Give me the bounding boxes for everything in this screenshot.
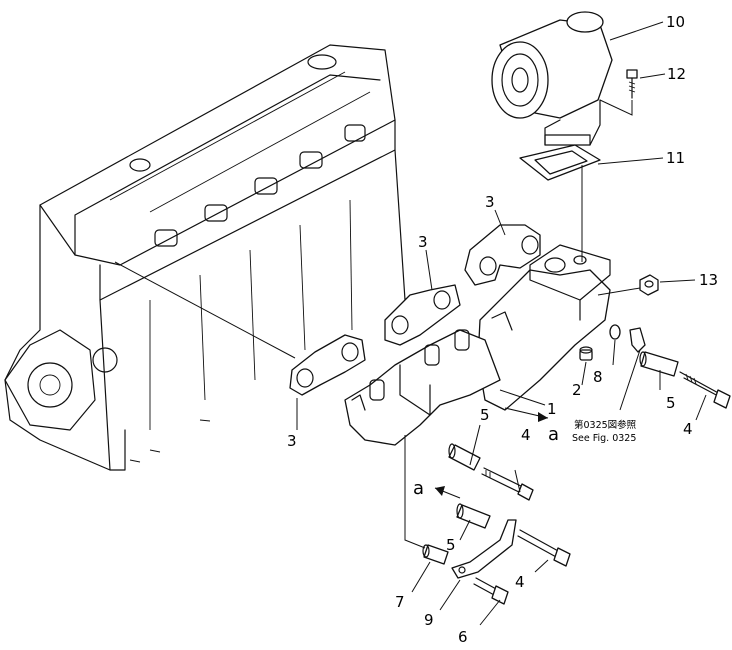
callout-8: 8 — [593, 368, 603, 386]
bolt-6 — [473, 577, 509, 605]
sleeve-7 — [422, 544, 449, 565]
arrow-marker-upper: a — [504, 407, 559, 445]
engine-block — [4, 44, 406, 471]
callout-5-middle: 5 — [480, 406, 490, 424]
callout-3-middle: 3 — [418, 233, 428, 251]
gasket-3-upper — [464, 224, 541, 286]
arrow-marker-lower: a — [413, 478, 461, 499]
elbow-fitting — [629, 327, 646, 353]
callout-2: 2 — [572, 381, 582, 399]
sleeve-5-lower — [456, 503, 491, 529]
callout-numbers: 1 2 3 3 3 4 4 4 5 5 5 6 7 8 9 10 11 12 1… — [287, 13, 718, 646]
plug-2 — [579, 346, 593, 361]
callout-12: 12 — [667, 65, 686, 83]
callout-11: 11 — [666, 149, 685, 167]
bracket-9 — [451, 519, 517, 579]
gasket-3-middle — [384, 284, 461, 346]
callout-6: 6 — [458, 628, 468, 645]
marker-a-upper: a — [548, 424, 559, 445]
reference-note-jp: 第0325図参照 — [574, 419, 637, 431]
callout-1: 1 — [547, 400, 557, 418]
callout-9: 9 — [424, 611, 434, 629]
leader-lines — [296, 21, 707, 626]
sleeve-5-middle — [448, 443, 481, 471]
bolt-4-lower — [517, 529, 571, 567]
callout-3-lower: 3 — [287, 432, 297, 450]
exhaust-manifold-front — [477, 244, 611, 411]
callout-5-lower: 5 — [446, 536, 456, 554]
bolt-12 — [626, 69, 638, 99]
washer-8 — [609, 324, 621, 340]
gasket-3-lower — [289, 334, 366, 396]
bolt-4-right — [679, 371, 731, 409]
reference-note: 第0325図参照 See Fig. 0325 — [572, 419, 637, 444]
callout-4-middle: 4 — [521, 426, 531, 444]
nut-13 — [639, 274, 659, 296]
assembly-lines — [114, 99, 641, 549]
callout-7: 7 — [395, 593, 405, 611]
bolt-4-middle — [481, 467, 534, 501]
turbocharger — [491, 11, 613, 146]
gasket-11 — [519, 144, 601, 181]
callout-4-lower: 4 — [515, 573, 525, 591]
callout-3-upper: 3 — [485, 193, 495, 211]
reference-note-en: See Fig. 0325 — [572, 433, 636, 444]
marker-a-lower: a — [413, 478, 424, 499]
callout-5-right: 5 — [666, 394, 676, 412]
callout-10: 10 — [666, 13, 685, 31]
callout-4-right: 4 — [683, 420, 693, 438]
sleeve-5-right — [639, 351, 679, 377]
callout-13: 13 — [699, 271, 718, 289]
exhaust-manifold-rear — [344, 329, 501, 446]
